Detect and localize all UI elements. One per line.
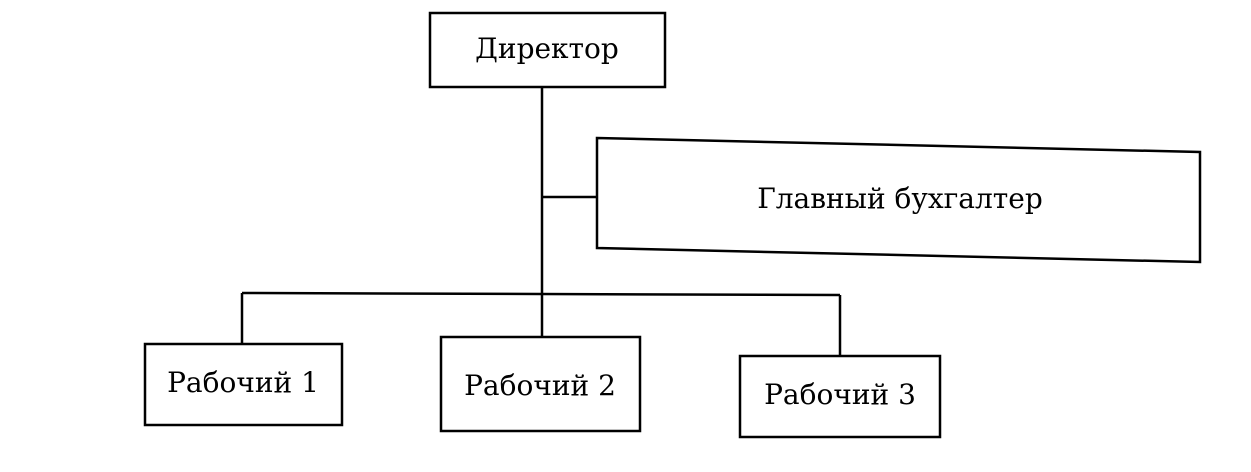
- node-worker-3: Рабочий 3: [738, 354, 942, 439]
- node-label: Рабочий 3: [764, 378, 916, 411]
- node-chief-accountant: Главный бухгалтер: [595, 136, 1202, 264]
- connector-workers-bus: [241, 291, 841, 297]
- node-director: Директор: [428, 11, 667, 89]
- connectors: [240, 87, 842, 356]
- node-label: Рабочий 1: [167, 366, 319, 399]
- node-label: Рабочий 2: [464, 369, 616, 402]
- node-label: Директор: [475, 32, 619, 65]
- node-worker-1: Рабочий 1: [143, 342, 344, 427]
- node-label: Главный бухгалтер: [757, 182, 1043, 215]
- node-worker-2: Рабочий 2: [439, 335, 642, 433]
